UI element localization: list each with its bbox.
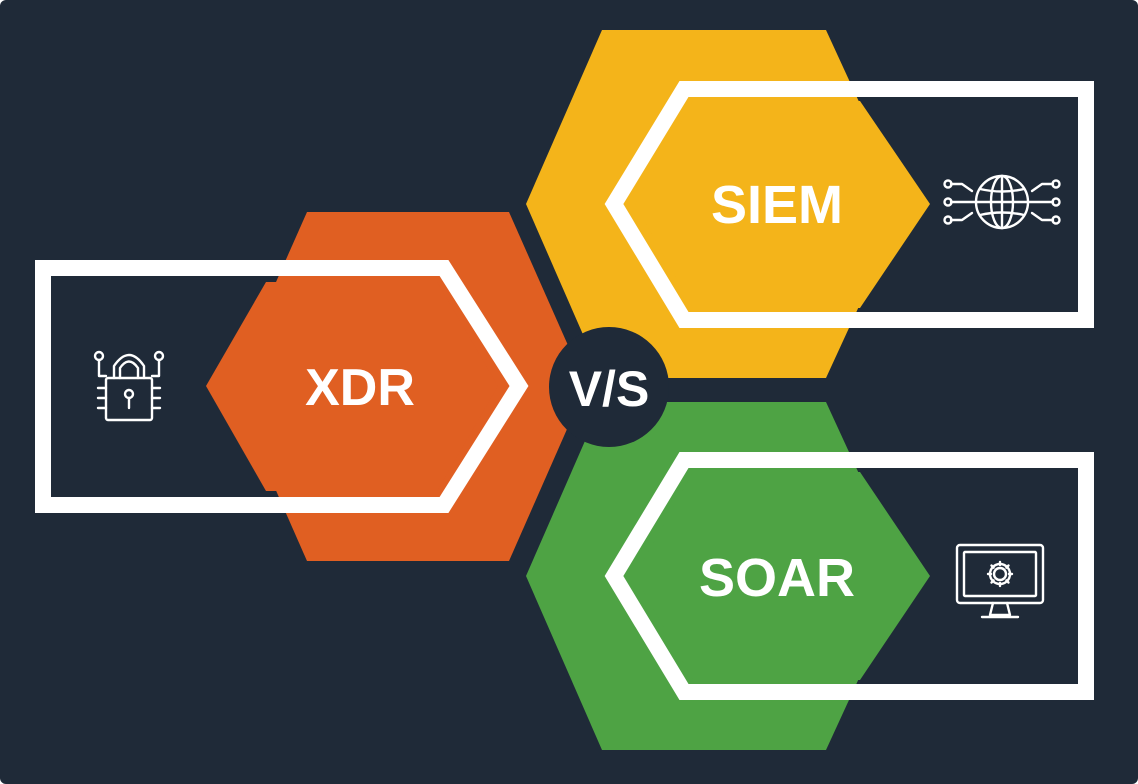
xdr-block: XDR — [35, 212, 586, 561]
siem-outline-frame — [604, 81, 1094, 328]
xdr-label: XDR — [305, 359, 415, 417]
xdr-outline-frame — [35, 260, 529, 513]
soar-label: SOAR — [699, 548, 855, 608]
versus-badge: V/S — [549, 327, 669, 447]
xdr-inner-hexagon — [206, 282, 498, 491]
soar-outline-frame — [604, 452, 1094, 700]
soar-inner-hexagon — [635, 472, 930, 680]
siem-block: SIEM — [526, 30, 1094, 378]
siem-label: SIEM — [711, 175, 843, 235]
globe-network-icon — [943, 174, 1061, 230]
versus-label: V/S — [569, 361, 650, 417]
monitor-gear-icon — [955, 543, 1045, 619]
siem-inner-hexagon — [635, 101, 930, 308]
soar-block: SOAR — [526, 402, 1094, 750]
versus-circle — [549, 327, 669, 447]
padlock-circuit-icon — [93, 350, 165, 422]
